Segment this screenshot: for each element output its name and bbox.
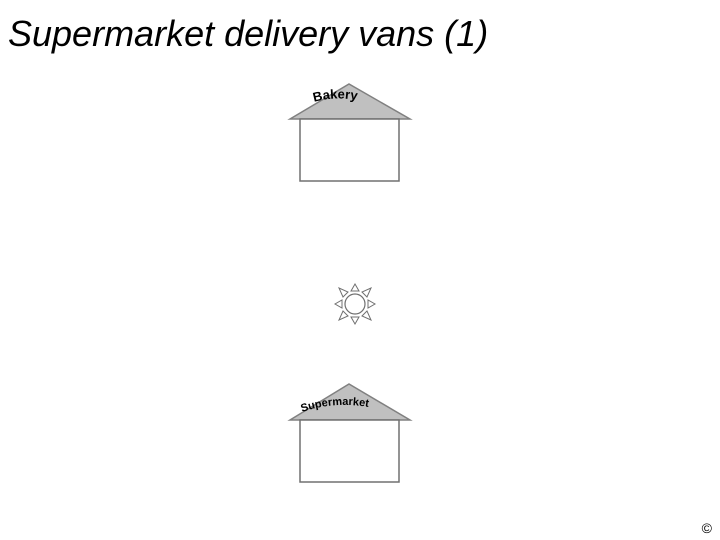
bakery-building: Bakery xyxy=(287,83,413,182)
supermarket-walls xyxy=(299,419,400,483)
sun-icon xyxy=(333,282,377,326)
bakery-walls xyxy=(299,118,400,182)
copyright-mark: © xyxy=(701,520,712,536)
supermarket-building: Supermarket xyxy=(287,383,413,483)
bakery-label: Bakery xyxy=(311,86,359,104)
slide-title: Supermarket delivery vans (1) xyxy=(8,13,489,54)
